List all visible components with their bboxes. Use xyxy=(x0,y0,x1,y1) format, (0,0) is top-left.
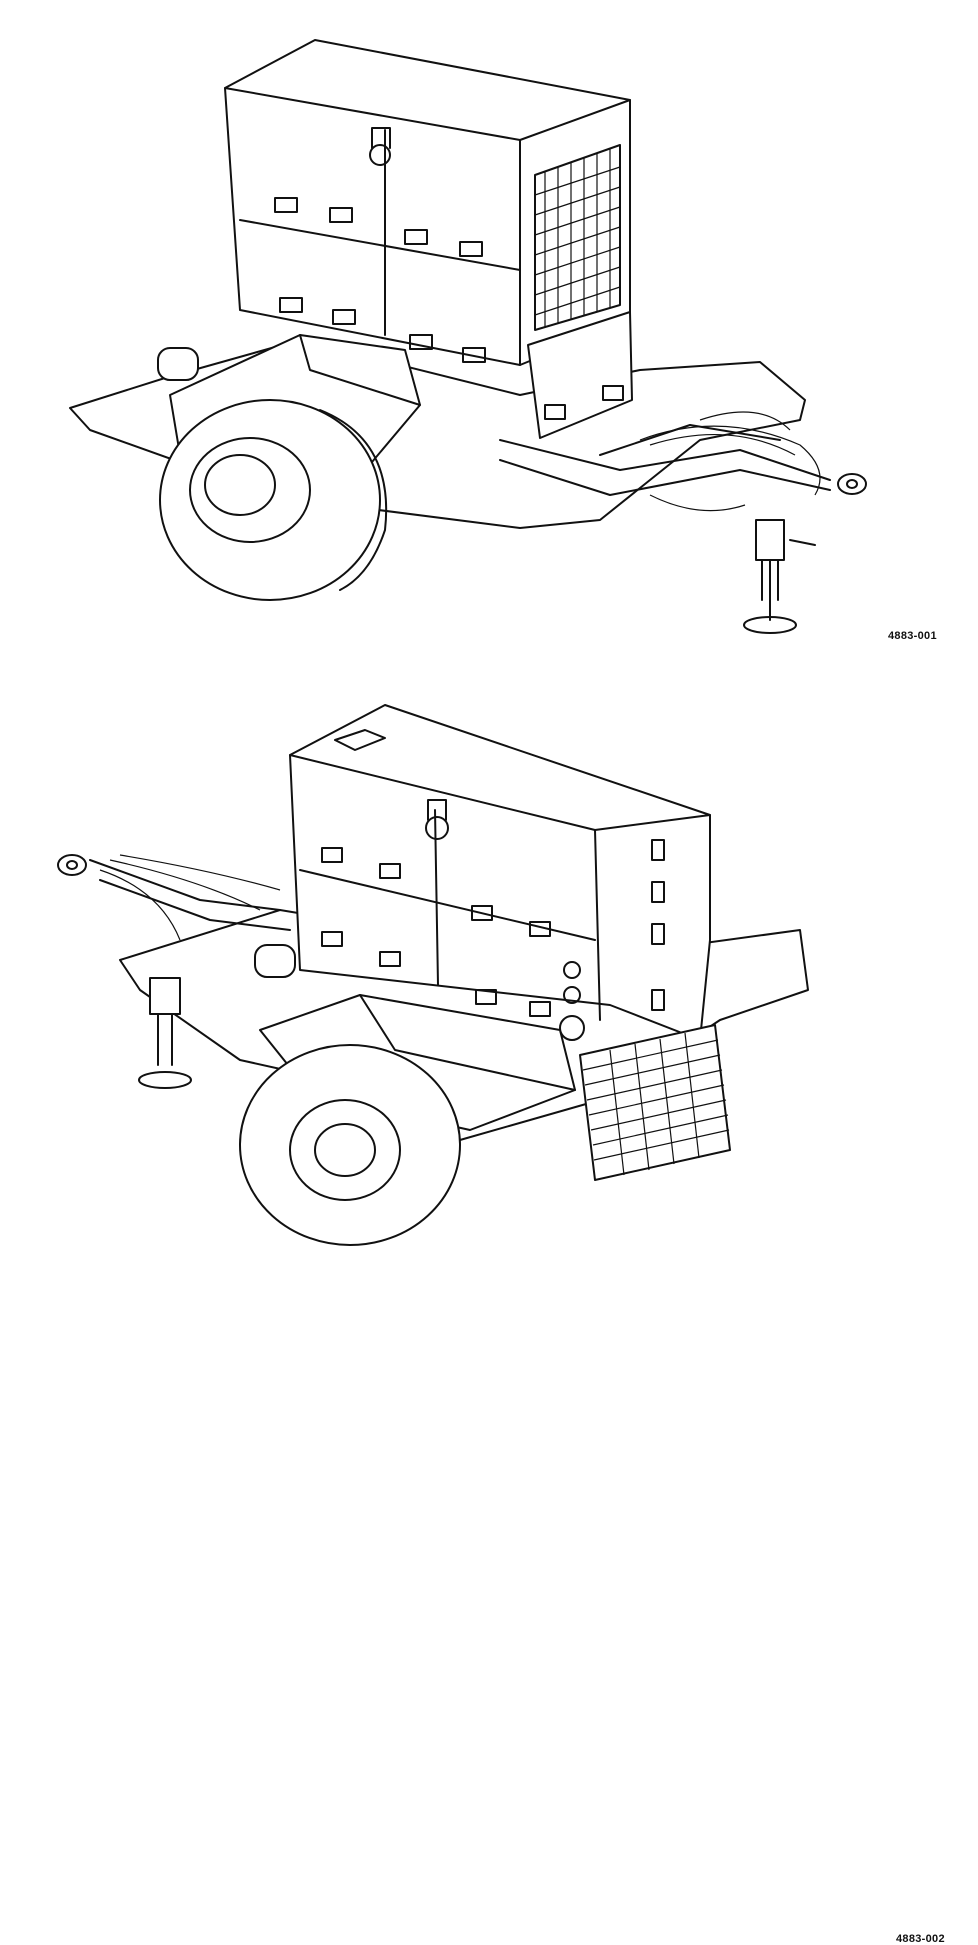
figure-number-bottom: 4883-002 xyxy=(896,1933,945,1945)
trailer-mounted-generator-illustration xyxy=(0,660,978,1305)
trailer-mounted-generator-illustration xyxy=(0,0,978,660)
figure-bottom: 4883-002 xyxy=(0,660,978,1305)
figure-top: 4883-001 xyxy=(0,0,978,660)
figure-number-top: 4883-001 xyxy=(888,630,937,642)
